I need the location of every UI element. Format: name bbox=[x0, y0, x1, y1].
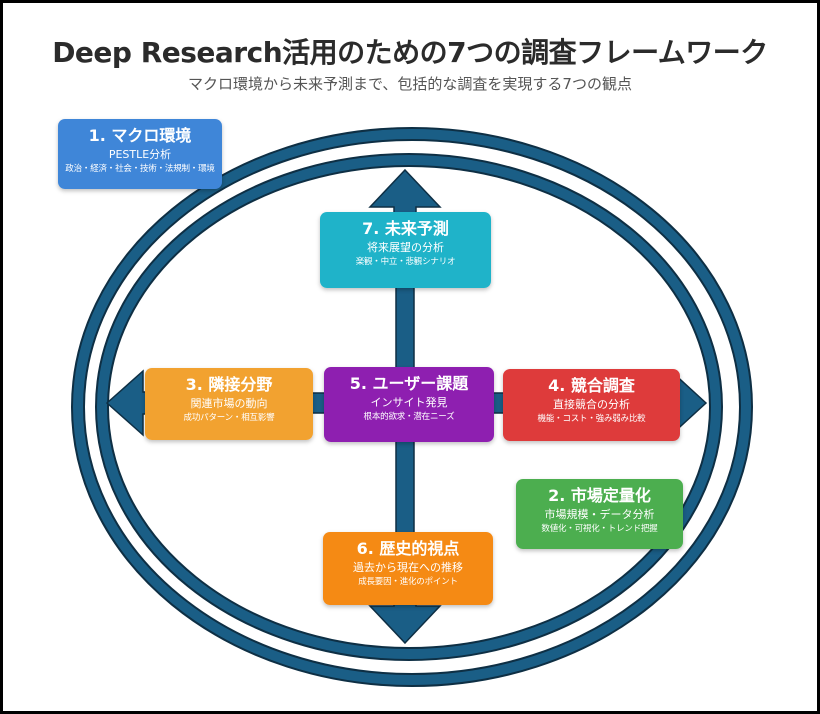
card-subtitle: PESTLE分析 bbox=[108, 148, 172, 161]
card-title: 7. 未来予測 bbox=[362, 219, 449, 238]
card-market-quantification: 2. 市場定量化 市場規模・データ分析 数値化・可視化・トレンド把握 bbox=[516, 479, 683, 549]
card-detail: 機能・コスト・強み弱み比較 bbox=[537, 414, 646, 424]
card-detail: 根本的欲求・潜在ニーズ bbox=[363, 412, 455, 422]
page-title: Deep Research活用のための7つの調査フレームワーク bbox=[52, 36, 768, 69]
card-detail: 成長要因・進化のポイント bbox=[358, 577, 458, 587]
card-historical-perspective: 6. 歴史的視点 過去から現在への推移 成長要因・進化のポイント bbox=[323, 532, 493, 605]
card-title: 3. 隣接分野 bbox=[185, 375, 273, 394]
diagram-canvas: Deep Research活用のための7つの調査フレームワーク マクロ環境から未… bbox=[3, 3, 817, 711]
card-title: 5. ユーザー課題 bbox=[349, 374, 469, 393]
inner-ring-fill bbox=[97, 155, 721, 659]
card-adjacent-fields: 3. 隣接分野 関連市場の動向 成功パターン・相互影響 bbox=[145, 368, 313, 440]
page-subtitle: マクロ環境から未来予測まで、包括的な調査を実現する7つの観点 bbox=[188, 75, 632, 93]
card-detail: 成功パターン・相互影響 bbox=[183, 413, 275, 423]
card-macro-environment: 1. マクロ環境 PESTLE分析 政治・経済・社会・技術・法規制・環境 bbox=[58, 119, 222, 189]
card-subtitle: 過去から現在への推移 bbox=[353, 561, 463, 574]
card-detail: 政治・経済・社会・技術・法規制・環境 bbox=[65, 164, 215, 174]
card-subtitle: インサイト発見 bbox=[370, 396, 448, 409]
card-detail: 数値化・可視化・トレンド把握 bbox=[541, 524, 658, 534]
card-subtitle: 将来展望の分析 bbox=[367, 241, 444, 254]
card-competitor-research: 4. 競合調査 直接競合の分析 機能・コスト・強み弱み比較 bbox=[503, 369, 680, 441]
card-user-issues: 5. ユーザー課題 インサイト発見 根本的欲求・潜在ニーズ bbox=[324, 367, 494, 442]
card-future-forecast: 7. 未来予測 将来展望の分析 楽観・中立・悲観シナリオ bbox=[320, 212, 491, 288]
card-subtitle: 関連市場の動向 bbox=[190, 397, 268, 410]
card-title: 6. 歴史的視点 bbox=[356, 539, 460, 558]
card-subtitle: 市場規模・データ分析 bbox=[544, 508, 655, 521]
card-title: 1. マクロ環境 bbox=[88, 126, 192, 145]
outer-ring-fill bbox=[73, 129, 751, 685]
card-detail: 楽観・中立・悲観シナリオ bbox=[355, 257, 456, 267]
card-title: 2. 市場定量化 bbox=[548, 486, 651, 505]
card-title: 4. 競合調査 bbox=[548, 376, 635, 395]
card-subtitle: 直接競合の分析 bbox=[553, 398, 630, 411]
